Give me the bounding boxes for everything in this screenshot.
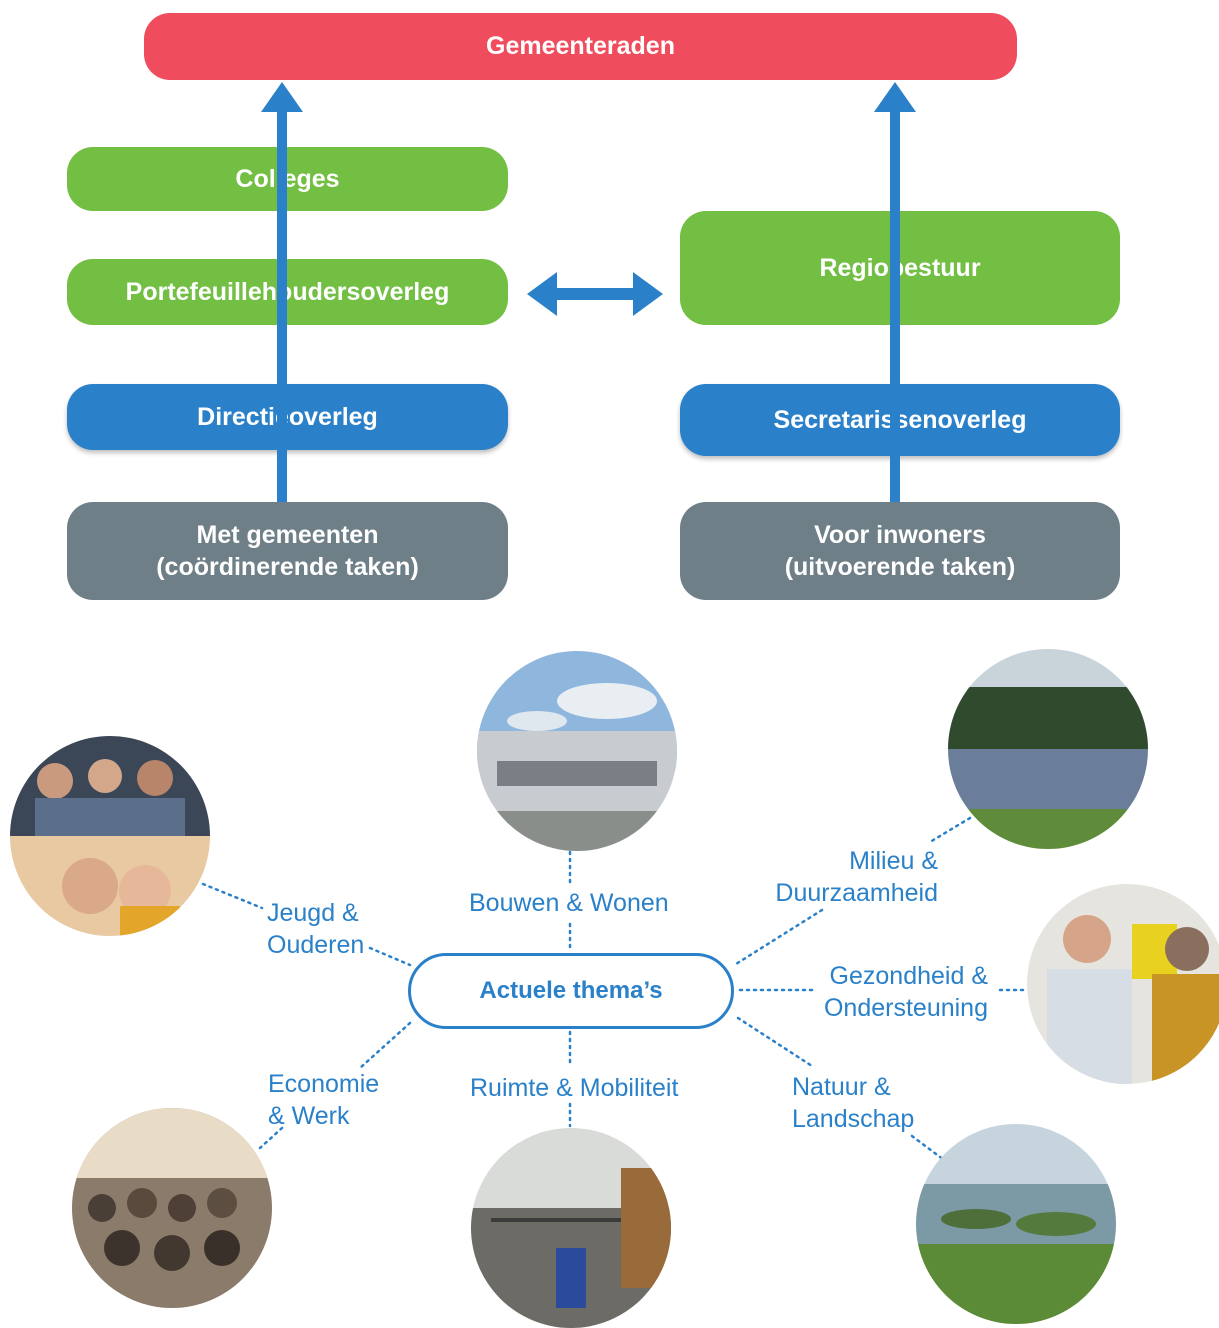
double-arrow-icon — [527, 272, 663, 316]
right-vertical-arrow-line — [890, 110, 900, 502]
gezondheid-line2: Ondersteuning — [823, 994, 988, 1022]
voor-inwoners-line1: Voor inwoners — [814, 521, 986, 549]
ruimte-mobiliteit-photo — [471, 1128, 671, 1328]
gezondheid-ondersteuning-label: Gezondheid & Ondersteuning — [816, 960, 988, 1024]
gemeenteraden-label: Gemeenteraden — [486, 32, 675, 60]
met-gemeenten-line1: Met gemeenten — [196, 521, 379, 549]
milieu-line1: Milieu & — [849, 847, 938, 875]
right-arrow-head — [874, 82, 916, 112]
natuur-line2: Landschap — [792, 1105, 915, 1133]
gemeenteraden-box: Gemeenteraden — [144, 13, 1017, 80]
left-arrow-head — [261, 82, 303, 112]
ruimte-mobiliteit-label: Ruimte & Mobiliteit — [470, 1072, 678, 1104]
gezondheid-line1: Gezondheid & — [829, 962, 988, 990]
colleges-box: Colleges — [67, 147, 508, 211]
bouwen-text: Bouwen & Wonen — [469, 889, 669, 917]
portefeuillehoudersoverleg-label: Portefeuillehoudersoverleg — [125, 277, 450, 306]
milieu-duurzaamheid-label: Milieu & Duurzaamheid — [766, 845, 938, 909]
secretarissenoverleg-label: Secretarissenoverleg — [773, 405, 1027, 434]
regiobestuur-label: Regiobestuur — [819, 253, 981, 282]
actuele-themas-label: Actuele thema’s — [479, 977, 663, 1004]
economie-werk-photo — [72, 1108, 272, 1308]
milieu-duurzaamheid-photo — [948, 649, 1148, 849]
left-vertical-arrow-line — [277, 110, 287, 502]
regiobestuur-box: Regiobestuur — [680, 211, 1120, 325]
jeugd-ouderen-photo — [10, 736, 210, 936]
natuur-landschap-label: Natuur & Landschap — [792, 1071, 914, 1135]
milieu-line2: Duurzaamheid — [775, 879, 938, 907]
natuur-line1: Natuur & — [792, 1073, 891, 1101]
economie-line1: Economie — [268, 1070, 380, 1098]
bouwen-wonen-photo — [477, 651, 677, 851]
bouwen-wonen-label: Bouwen & Wonen — [469, 887, 669, 919]
voor-inwoners-line2: (uitvoerende taken) — [784, 553, 1016, 581]
jeugd-line1: Jeugd & — [267, 899, 359, 927]
jeugd-line2: Ouderen — [267, 931, 365, 959]
met-gemeenten-line2: (coördinerende taken) — [156, 553, 419, 581]
voor-inwoners-box: Voor inwoners (uitvoerende taken) — [680, 502, 1120, 600]
directieoverleg-box: Directieoverleg — [67, 384, 508, 450]
economie-werk-label: Economie & Werk — [268, 1068, 379, 1132]
actuele-themas-bubble: Actuele thema’s — [408, 953, 734, 1029]
portefeuillehoudersoverleg-box: Portefeuillehoudersoverleg — [67, 259, 508, 325]
colleges-label: Colleges — [235, 164, 340, 193]
gezondheid-ondersteuning-photo — [1027, 884, 1219, 1084]
directieoverleg-label: Directieoverleg — [197, 402, 378, 431]
economie-line2: & Werk — [268, 1102, 350, 1130]
ruimte-text: Ruimte & Mobiliteit — [470, 1074, 679, 1102]
secretarissenoverleg-box: Secretarissenoverleg — [680, 384, 1120, 456]
natuur-landschap-photo — [916, 1124, 1116, 1324]
jeugd-ouderen-label: Jeugd & Ouderen — [267, 897, 364, 961]
met-gemeenten-box: Met gemeenten (coördinerende taken) — [67, 502, 508, 600]
